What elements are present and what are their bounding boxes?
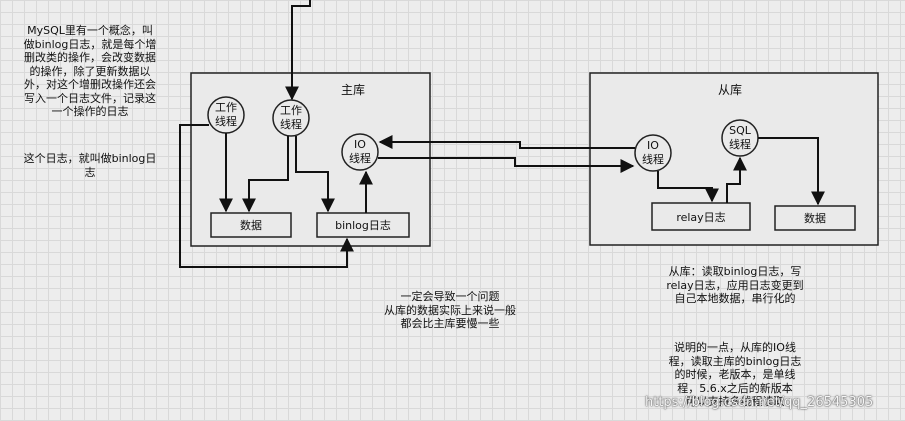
binlog-box: binlog日志 [316,212,410,238]
relay-box-label: relay日志 [676,211,725,224]
io-thread-label: 线程 [642,152,664,166]
worker-thread-label: 工作 [280,104,302,117]
binlog-explanation-note: MySQL里有一个概念，叫 做binlog日志，就是每个增 删改类的操作，会改变… [2,24,178,119]
note-line: 志 [84,165,96,179]
worker-thread-label: 线程 [215,114,237,128]
replication-lag-note: 一定会导致一个问题 从库的数据实际上来说一般 都会比主库要慢一些 [330,290,570,331]
master-data-box: 数据 [210,212,292,238]
slave-io-to-relay-arrow [657,171,719,203]
note-line: 说明的一点，从库的IO线 [674,341,796,354]
slave-io-to-master-io-arrow [378,135,635,149]
incoming-request-arrow [285,0,311,101]
relay-to-sql-arrow [726,156,747,203]
relay-log-box: relay日志 [651,202,751,231]
master-title: 主库 [341,82,365,97]
watermark: https://blog.csdn.net/qq_26545305 [645,395,874,410]
note-line: MySQL里有一个概念，叫 [27,24,153,37]
note-line: 自己本地数据，串行化的 [674,292,796,305]
note-line: 一定会导致一个问题 [400,290,500,303]
note-line: 都会比主库要慢一些 [400,317,500,330]
io-thread-label: IO [647,139,659,152]
note-line: 一个操作的日志 [51,105,129,118]
data-box-label: 数据 [804,211,826,225]
io-thread-version-note: 说明的一点，从库的IO线 程，读取主库的binlog日志 的时候，老版本，是单线… [640,341,830,409]
slave-data-box: 数据 [774,205,856,231]
note-line: 从库：读取binlog日志，写 [668,265,802,278]
binlog-box-label: binlog日志 [335,219,391,232]
note-line: 这个日志，就叫做binlog日 [23,152,157,165]
worker2-to-binlog-arrow [295,136,335,213]
note-line: 的时候，老版本，是单线 [674,368,796,381]
note-line: 程，读取主库的binlog日志 [668,354,802,368]
slave-io-thread: IO 线程 [634,134,672,172]
worker-thread-label: 工作 [215,101,237,114]
sql-thread-label: 线程 [729,137,751,151]
worker-thread-1: 工作 线程 [207,96,245,134]
sql-to-data-arrow [758,137,825,206]
master-io-thread: IO 线程 [341,133,379,171]
note-line: 程，5.6.x之后的新版本 [677,381,793,395]
note-line: 的操作，除了更新数据以 [29,64,151,78]
note-line: 做binlog日志，就是每个增 [23,37,157,51]
note-line: relay日志，应用日志变更到 [666,278,804,292]
worker-thread-label: 线程 [280,117,302,131]
slave-title: 从库 [718,82,742,97]
note-line: 从库的数据实际上来说一般 [384,303,516,317]
note-line: 外，对这个增删改操作还会 [24,78,156,91]
note-line: 可以支持多线程读取 [685,395,785,408]
worker2-to-data-arrow [242,136,289,213]
data-box-label: 数据 [240,218,262,232]
slave-process-note: 从库：读取binlog日志，写 relay日志，应用日志变更到 自己本地数据，串… [640,265,830,306]
slave-sql-thread: SQL 线程 [721,119,759,157]
note-line: 删改类的操作，会改变数据 [24,51,156,64]
worker1-loop-to-binlog-arrow [179,124,354,268]
note-line: 写入一个日志文件，记录这 [24,91,156,105]
io-thread-label: 线程 [349,151,371,165]
sql-thread-label: SQL [729,124,752,137]
io-thread-label: IO [354,138,366,151]
worker-thread-2: 工作 线程 [272,99,310,137]
master-io-to-slave-io-arrow [378,157,635,173]
binlog-name-note: 这个日志，就叫做binlog日 志 [2,152,178,179]
